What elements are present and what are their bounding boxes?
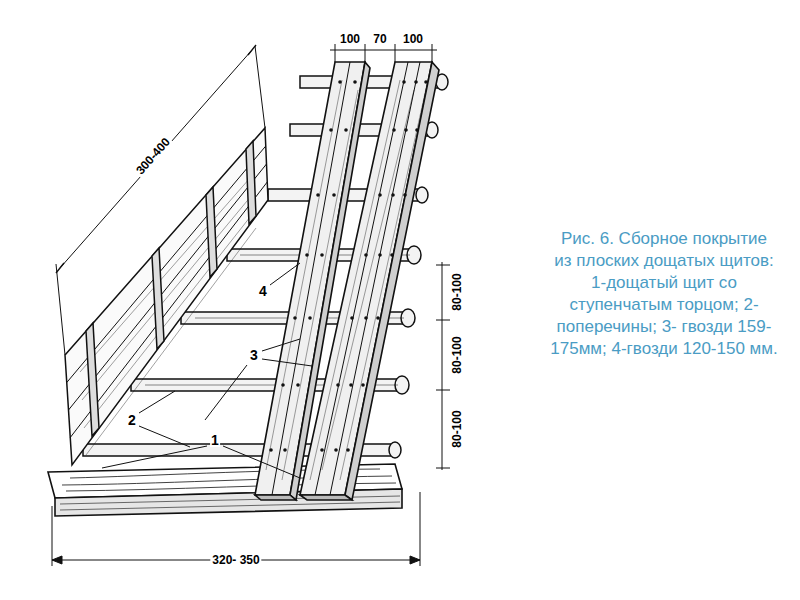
dimension-line [52,44,450,566]
side-board-shield [65,128,268,465]
nail-part [332,193,336,197]
nail-part [415,128,419,132]
nail-part [308,316,312,320]
dimension-label: 80-100 [450,334,464,375]
dimension-label: 80-100 [450,271,464,312]
board-panel-part [272,62,420,495]
figure-caption: Рис. 6. Сборное покрытие из плоских доща… [550,228,778,360]
dimension-line-part [56,45,256,273]
nail-part [334,448,338,452]
nail-part [392,128,396,132]
side-board-shield-part [67,146,268,438]
nail-part [346,448,350,452]
side-board-shield-part [86,323,99,436]
side-board-shield-part [246,141,256,224]
nail-part [336,383,340,387]
nail-part [296,383,300,387]
board-panel-part [345,62,439,500]
nail-part [414,80,418,84]
nail-part [403,193,407,197]
nail-part [391,193,395,197]
nail-part [283,448,287,452]
side-board-shield-part [206,187,217,277]
nail-part [364,253,368,257]
nail-part [378,253,382,257]
side-board-shield-part [80,178,256,455]
nail-part [404,128,408,132]
nail-part [281,383,285,387]
nail-part [344,128,348,132]
dimension-label: 80-100 [450,408,464,449]
nail-part [376,316,380,320]
nail-part [320,253,324,257]
nail [269,80,428,452]
nail-part [350,316,354,320]
dimension-label: 300-400 [132,133,174,178]
callout-number: 3 [249,348,259,362]
nail-part [305,253,309,257]
dimension-label: 100 [401,32,425,46]
dimension-line-part [330,44,437,62]
callout-number: 4 [258,284,268,298]
nail-part [338,80,342,84]
dimension-label: 320- 350 [210,553,261,567]
nail-part [424,80,428,84]
callout-number: 1 [210,433,220,447]
nail-part [353,80,357,84]
leader-line [102,263,312,478]
leader-line-part [205,339,312,420]
nail-part [378,193,382,197]
nail-part [402,80,406,84]
callout-number: 2 [127,413,137,427]
board-panel-part [266,80,427,480]
nail-part [390,253,394,257]
dimension-line-part [56,46,265,355]
side-board-shield-part [152,248,164,349]
nail-part [320,448,324,452]
leader-line-part [139,391,190,447]
nail-part [349,383,353,387]
board-panel [255,62,439,500]
dimension-label: 70 [371,32,388,46]
nail-part [364,316,368,320]
dimension-label: 100 [338,32,362,46]
nail-part [269,448,273,452]
nail-part [293,316,297,320]
dimension-line-part [436,262,450,470]
board-panel-part [300,495,352,500]
bottom-plank-part [60,496,400,510]
crossbar-log-part [389,442,401,458]
side-board-shield-part [65,128,268,465]
dimension-line-part [52,492,420,566]
nail-part [361,383,365,387]
crossbar-log-part [416,187,428,203]
leader-line-part [102,446,300,478]
nail-part [329,128,333,132]
leader-line-part [270,263,300,285]
board-panel-part [255,495,296,500]
nail-part [316,193,320,197]
